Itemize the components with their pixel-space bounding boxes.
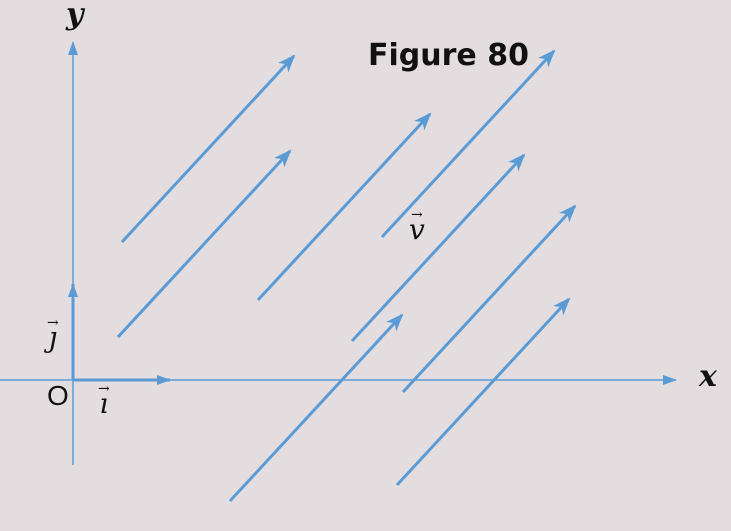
vector-arrow-accent: → <box>98 381 110 397</box>
field-arrow <box>228 313 404 503</box>
vector-arrow-accent: → <box>47 315 59 331</box>
origin-label: O <box>47 380 69 411</box>
unit-i-symbol: ı <box>99 387 109 420</box>
unit-j-label: → ȷ <box>47 315 59 354</box>
unit-j-symbol: ȷ <box>48 321 58 354</box>
field-arrow <box>380 49 556 239</box>
x-axis-label: x <box>699 359 717 394</box>
vector-arrow-accent: → <box>411 207 423 223</box>
vector-v-label: → v <box>409 207 425 246</box>
field-arrow <box>350 153 526 343</box>
unit-i-label: → ı <box>98 381 110 420</box>
vector-v-symbol: v <box>409 213 425 246</box>
field-arrow <box>120 54 296 244</box>
field-arrow <box>116 149 292 339</box>
field-arrow <box>395 297 571 487</box>
field-arrow <box>256 112 432 302</box>
y-axis-label: y <box>66 0 84 32</box>
figure-title: Figure 80 <box>368 38 529 73</box>
field-arrow <box>401 204 577 394</box>
